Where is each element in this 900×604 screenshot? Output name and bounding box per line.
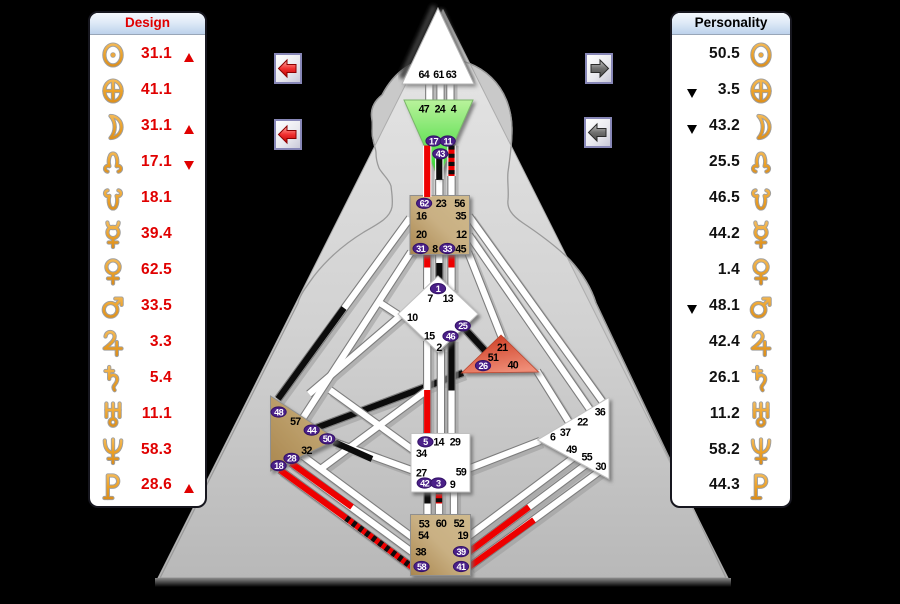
svg-text:51: 51 — [488, 352, 499, 364]
svg-text:46: 46 — [446, 331, 456, 341]
svg-text:43: 43 — [436, 149, 446, 159]
svg-text:48: 48 — [274, 407, 284, 417]
svg-text:59: 59 — [456, 466, 467, 478]
svg-text:39: 39 — [456, 547, 466, 557]
svg-text:30: 30 — [595, 461, 606, 473]
svg-text:26: 26 — [478, 361, 488, 371]
svg-text:27: 27 — [416, 467, 427, 479]
svg-text:29: 29 — [450, 437, 461, 449]
svg-text:10: 10 — [407, 312, 418, 324]
svg-text:14: 14 — [433, 437, 444, 449]
svg-text:28: 28 — [287, 454, 297, 464]
svg-text:40: 40 — [508, 360, 519, 372]
svg-text:17: 17 — [429, 136, 439, 146]
svg-text:44: 44 — [307, 425, 318, 435]
svg-text:11: 11 — [443, 136, 452, 146]
svg-text:58: 58 — [417, 562, 427, 572]
svg-text:32: 32 — [301, 445, 312, 457]
svg-text:55: 55 — [582, 451, 593, 463]
svg-text:42: 42 — [420, 478, 430, 488]
svg-text:54: 54 — [418, 530, 429, 542]
svg-text:52: 52 — [454, 518, 465, 530]
svg-text:49: 49 — [566, 444, 577, 456]
svg-text:41: 41 — [456, 562, 466, 572]
svg-text:8: 8 — [432, 243, 438, 255]
svg-text:50: 50 — [323, 434, 333, 444]
svg-text:61: 61 — [433, 69, 444, 81]
svg-text:35: 35 — [455, 211, 466, 223]
svg-text:45: 45 — [455, 243, 466, 255]
svg-text:23: 23 — [436, 198, 447, 210]
svg-text:38: 38 — [415, 546, 426, 558]
svg-text:47: 47 — [419, 103, 430, 115]
svg-text:56: 56 — [454, 198, 465, 210]
svg-text:1: 1 — [436, 284, 441, 294]
svg-text:2: 2 — [436, 342, 442, 354]
svg-text:31: 31 — [416, 244, 426, 254]
svg-text:13: 13 — [443, 293, 454, 305]
svg-text:37: 37 — [560, 427, 571, 439]
svg-text:60: 60 — [436, 518, 447, 530]
svg-text:24: 24 — [435, 103, 446, 115]
svg-text:64: 64 — [419, 69, 430, 81]
svg-text:15: 15 — [424, 330, 435, 342]
svg-text:53: 53 — [419, 519, 430, 531]
svg-text:21: 21 — [497, 342, 508, 354]
svg-text:57: 57 — [290, 416, 301, 428]
svg-text:18: 18 — [274, 461, 284, 471]
svg-text:33: 33 — [443, 244, 453, 254]
svg-text:12: 12 — [456, 229, 467, 241]
svg-text:3: 3 — [436, 478, 441, 488]
svg-text:19: 19 — [458, 530, 469, 542]
svg-text:6: 6 — [550, 432, 556, 444]
svg-text:5: 5 — [423, 437, 428, 447]
svg-text:36: 36 — [595, 407, 606, 419]
svg-text:34: 34 — [416, 448, 427, 460]
svg-text:16: 16 — [416, 211, 427, 223]
svg-text:22: 22 — [577, 417, 588, 429]
svg-text:62: 62 — [420, 199, 430, 209]
svg-text:7: 7 — [427, 293, 433, 305]
svg-text:4: 4 — [451, 103, 457, 115]
svg-text:63: 63 — [446, 69, 457, 81]
svg-text:25: 25 — [458, 321, 468, 331]
svg-text:9: 9 — [450, 479, 456, 491]
svg-text:20: 20 — [416, 229, 427, 241]
